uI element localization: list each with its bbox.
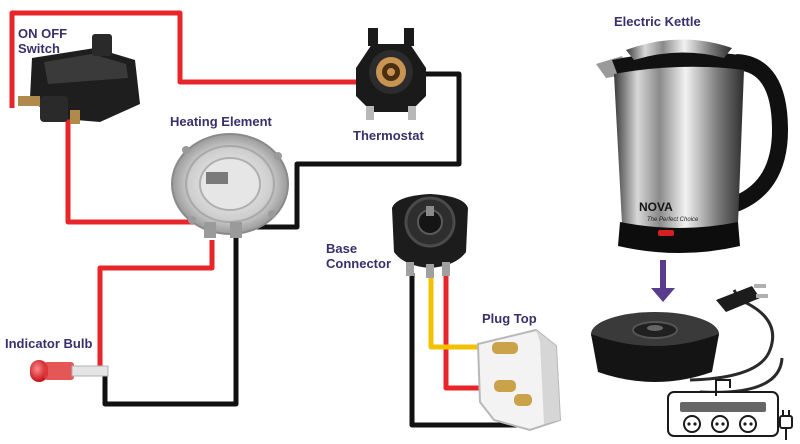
switch-label: ON OFF Switch (18, 26, 67, 56)
plug-top (476, 328, 562, 432)
base-connector-label: Base Connector (326, 241, 391, 271)
extension-board (667, 379, 779, 437)
heating-element (171, 133, 289, 238)
wire-thermostat-to-heating (102, 71, 462, 407)
heating-element-label: Heating Element (170, 114, 272, 129)
base-connector (392, 194, 468, 278)
electric-kettle-label: Electric Kettle (614, 14, 701, 29)
indicator-bulb (30, 360, 109, 382)
kettle-tagline-text: The Perfect Choice (647, 217, 699, 223)
switch-label-line2: Switch (18, 41, 60, 56)
indicator-bulb-label: Indicator Bulb (5, 336, 93, 351)
thermostat (356, 28, 426, 120)
wire-heating-to-bulb (97, 240, 215, 371)
plug-top-label: Plug Top (482, 311, 537, 326)
base-connector-label-line1: Base (326, 241, 358, 256)
plug-icon (779, 410, 793, 440)
yellow-wire (428, 275, 495, 350)
thermostat-label: Thermostat (353, 128, 424, 143)
kettle-brand-text: NOVA (639, 200, 673, 214)
wire-connector-to-plug-yellow (428, 275, 495, 350)
switch-label-line1: ON OFF (18, 26, 68, 41)
down-arrow (651, 260, 675, 302)
on-off-switch (18, 34, 140, 124)
wire-switch-to-thermostat (9, 10, 358, 108)
base-connector-label-line2: Connector (326, 256, 391, 271)
kettle-base (591, 284, 784, 394)
electric-kettle: NOVA The Perfect Choice (596, 39, 789, 253)
